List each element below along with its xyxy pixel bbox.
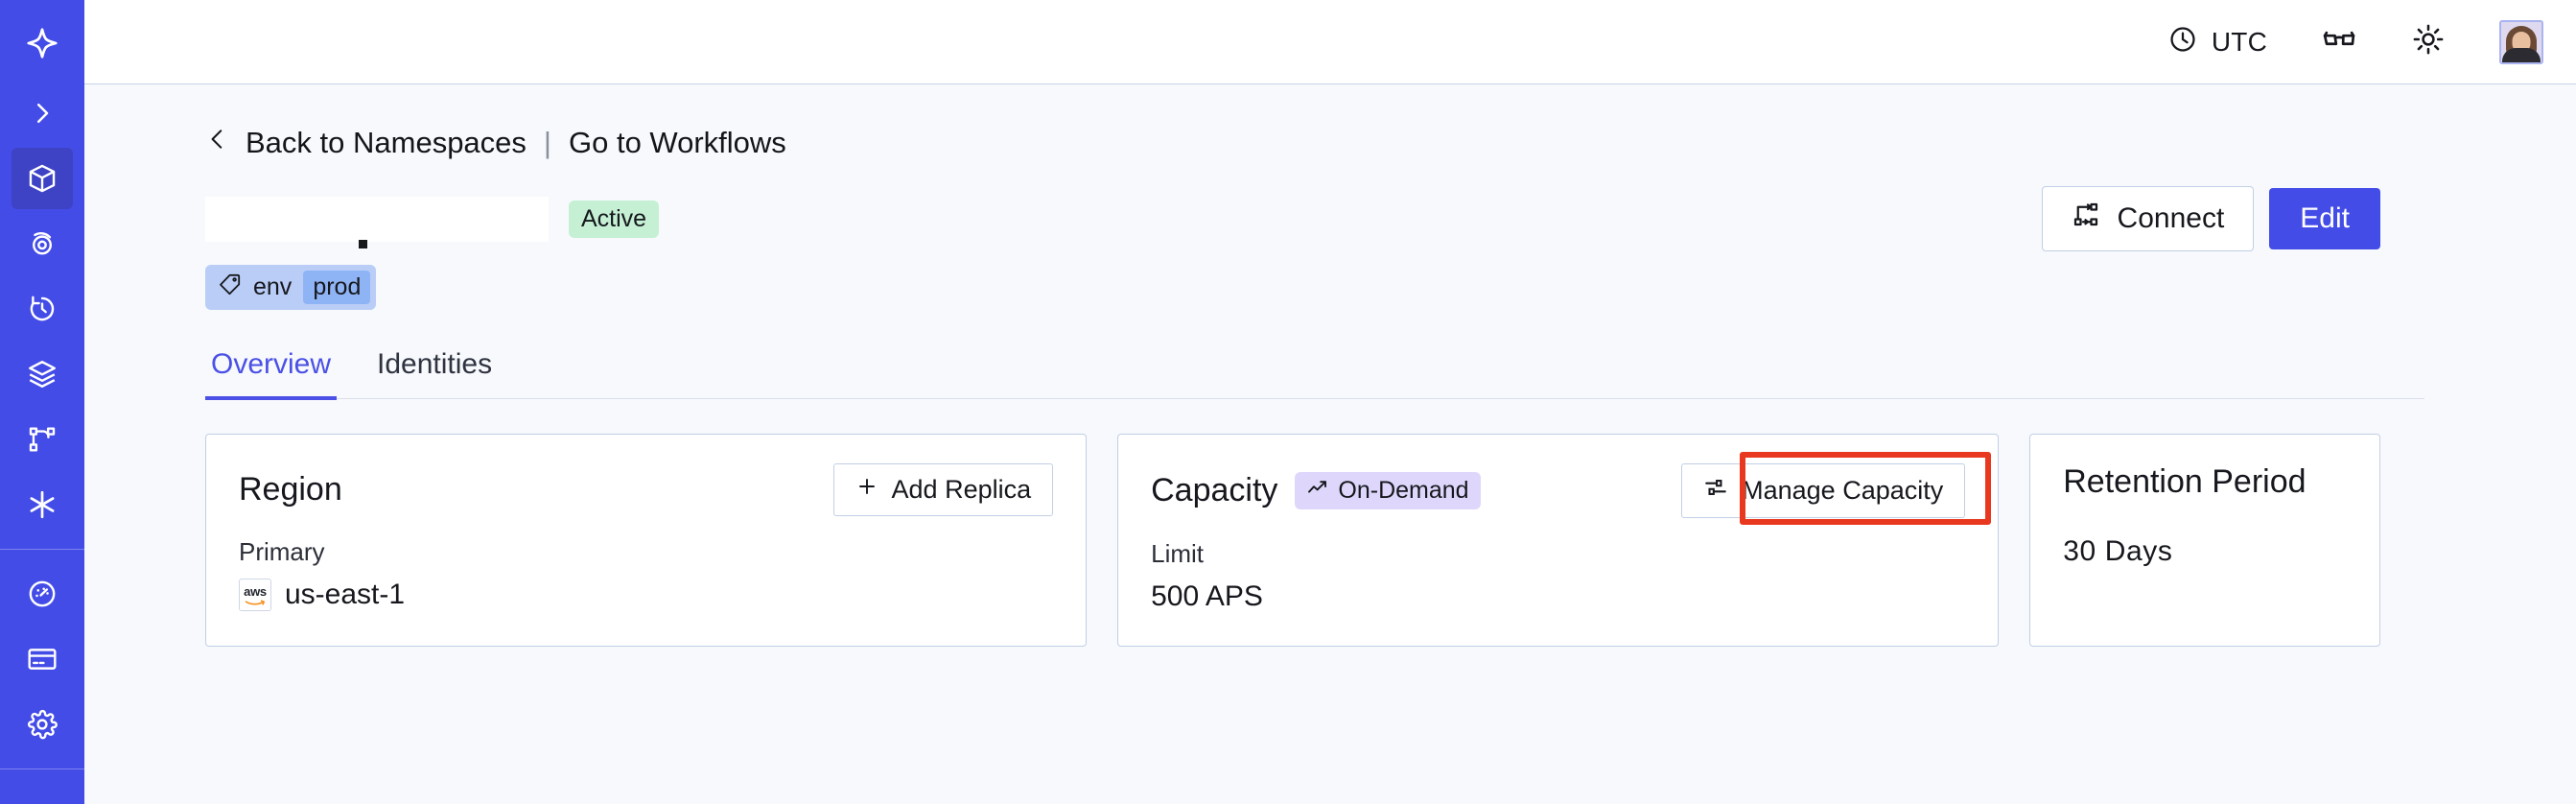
sidebar-divider-1 — [0, 549, 84, 550]
topbar: UTC — [84, 0, 2576, 84]
connect-button-label: Connect — [2117, 202, 2225, 234]
chevron-left-icon[interactable] — [205, 125, 230, 161]
page-title-row: Active Connect — [205, 186, 2424, 251]
sidebar-logo[interactable] — [12, 13, 73, 73]
credit-card-icon — [26, 643, 59, 675]
tab-identities[interactable]: Identities — [377, 348, 493, 380]
breadcrumb: Back to Namespaces | Go to Workflows — [205, 125, 2424, 161]
sidebar-expand-button[interactable] — [12, 83, 73, 144]
sidebar-item-settings[interactable] — [12, 694, 73, 755]
capacity-limit-label: Limit — [1151, 539, 1205, 568]
capacity-card-action: Manage Capacity — [1681, 463, 1966, 518]
sidebar-item-layers[interactable] — [12, 343, 73, 405]
sidebar-item-observability[interactable] — [12, 213, 73, 274]
region-card: Region Add Replica Primary — [205, 434, 1088, 647]
clock-rotate-icon — [26, 293, 59, 325]
manage-capacity-button[interactable]: Manage Capacity — [1681, 463, 1966, 518]
sidebar-item-billing[interactable] — [12, 628, 73, 690]
workflow-branch-icon — [27, 424, 58, 455]
tag-icon — [219, 272, 242, 302]
add-replica-button[interactable]: Add Replica — [832, 463, 1054, 516]
overview-cards: Region Add Replica Primary — [205, 434, 2424, 647]
chevron-right-icon — [28, 99, 57, 128]
region-card-action: Add Replica — [832, 463, 1054, 516]
namespace-tag[interactable]: env prod — [205, 265, 377, 310]
capacity-value: 500 APS — [1151, 580, 1263, 612]
plus-icon — [855, 475, 878, 505]
sidebar-item-workflows[interactable] — [12, 409, 73, 470]
cube-icon — [26, 162, 59, 195]
region-card-title: Region — [239, 471, 342, 508]
page-actions: Connect Edit — [2041, 186, 2380, 251]
tag-row: env prod — [205, 265, 2424, 310]
sliders-icon — [1703, 475, 1728, 507]
main-pane: UTC — [84, 0, 2576, 804]
asterisk-icon — [25, 487, 59, 522]
region-value-row: aws us-east-1 — [239, 579, 1053, 611]
content-area: Back to Namespaces | Go to Workflows Act… — [84, 84, 2576, 804]
sidebar-item-history[interactable] — [12, 278, 73, 340]
layers-icon — [26, 358, 59, 390]
capacity-value-row: 500 APS — [1151, 580, 1965, 613]
region-primary-label: Primary — [239, 537, 325, 566]
manage-capacity-label: Manage Capacity — [1742, 476, 1944, 505]
aws-logo-text: aws — [244, 583, 267, 599]
connect-button[interactable]: Connect — [2041, 186, 2255, 251]
sidebar-item-usage[interactable] — [12, 563, 73, 625]
retention-card: Retention Period 30 Days — [2029, 434, 2381, 647]
capacity-card-title: Capacity — [1151, 472, 1278, 508]
capacity-mode-label: On-Demand — [1338, 477, 1469, 504]
glasses-button[interactable] — [2321, 21, 2357, 62]
clock-icon — [2167, 24, 2198, 59]
region-value: us-east-1 — [285, 579, 406, 610]
trending-up-icon — [1306, 476, 1329, 506]
retention-value: 30 Days — [2063, 535, 2173, 567]
sidebar-item-integrations[interactable] — [12, 474, 73, 535]
avatar-body — [2502, 47, 2541, 62]
topbar-actions: UTC — [2167, 19, 2543, 64]
capacity-mode-badge: On-Demand — [1295, 472, 1481, 509]
retention-card-title: Retention Period — [2063, 463, 2307, 500]
timezone-label: UTC — [2211, 26, 2267, 57]
sidebar-item-namespaces[interactable] — [12, 148, 73, 209]
breadcrumb-workflows-link[interactable]: Go to Workflows — [568, 126, 786, 159]
gear-icon — [26, 708, 59, 741]
timezone-button[interactable]: UTC — [2167, 24, 2267, 59]
aws-logo-icon: aws — [239, 579, 271, 611]
region-card-header: Region Add Replica — [239, 463, 1054, 516]
glasses-icon — [2321, 21, 2357, 62]
breadcrumb-back-link[interactable]: Back to Namespaces — [246, 126, 527, 159]
capacity-card: Capacity On-Demand — [1117, 434, 2000, 647]
theme-toggle-button[interactable] — [2411, 22, 2446, 61]
add-replica-label: Add Replica — [891, 475, 1032, 504]
status-badge: Active — [569, 200, 660, 238]
sun-icon — [2411, 22, 2446, 61]
capacity-card-header: Capacity On-Demand — [1151, 463, 1966, 518]
eye-radar-icon — [26, 227, 59, 260]
connect-icon — [2072, 201, 2100, 237]
page-title-redacted — [205, 196, 549, 242]
tab-overview[interactable]: Overview — [205, 344, 338, 400]
tab-bar: Overview Identities — [205, 344, 2424, 400]
avatar[interactable] — [2499, 19, 2543, 64]
avatar-face — [2512, 31, 2531, 53]
edit-button[interactable]: Edit — [2269, 188, 2380, 249]
page-title-mark — [359, 239, 367, 248]
tag-key: env — [253, 273, 293, 300]
sidebar — [0, 0, 84, 804]
breadcrumb-separator: | — [543, 126, 551, 159]
tag-value: prod — [303, 271, 371, 304]
content-inner: Back to Namespaces | Go to Workflows Act… — [123, 125, 2424, 647]
gauge-icon — [26, 578, 59, 610]
temporal-star-logo-icon — [24, 25, 60, 61]
